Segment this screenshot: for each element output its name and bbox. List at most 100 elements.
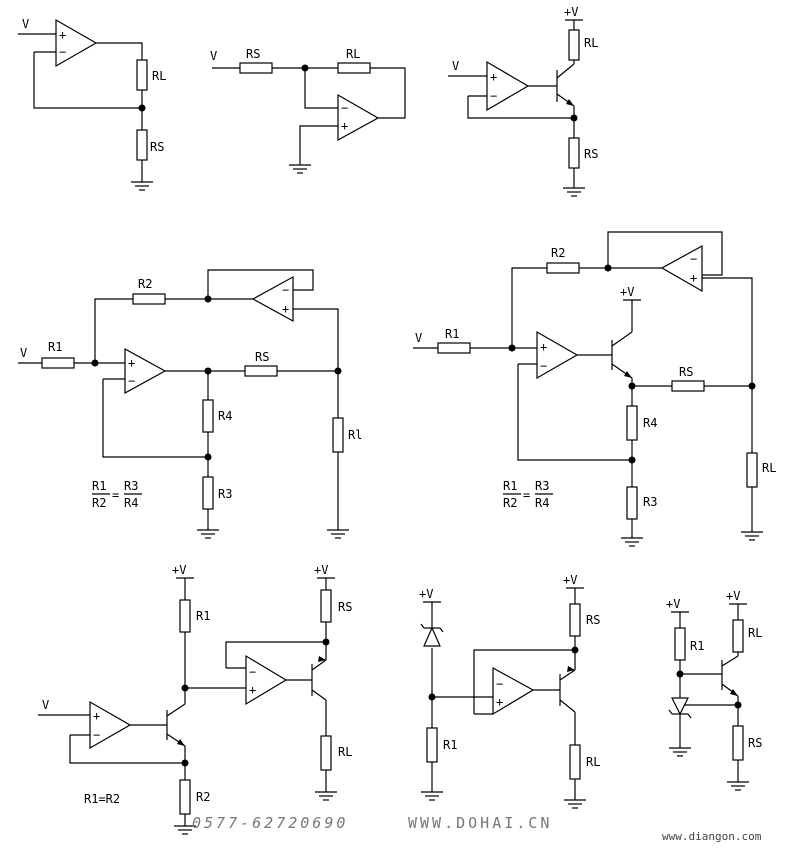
ground-3 bbox=[562, 187, 586, 197]
svg-text:R3: R3 bbox=[124, 479, 138, 493]
input-v-2: V bbox=[210, 49, 217, 63]
input-v-6: V bbox=[42, 698, 49, 712]
input-v-1: V bbox=[22, 17, 29, 31]
label-rl-8: RL bbox=[748, 626, 762, 640]
op-amp-2-minus: − bbox=[341, 101, 348, 115]
resistor-rs-8 bbox=[732, 725, 744, 761]
circuit-8: +V +V R1 RL RS bbox=[666, 589, 762, 791]
svg-text:=: = bbox=[112, 488, 119, 502]
op-amp-7 bbox=[492, 666, 535, 716]
label-r1-6: R1 bbox=[196, 609, 210, 623]
op-amp-6b-minus: − bbox=[249, 665, 256, 679]
circuit-2: − + V RS RL bbox=[210, 47, 406, 174]
label-plus-v-7b: +V bbox=[563, 573, 577, 587]
circuit-6: + − − + +V +V V R1 R2 RS RL R1=R2 bbox=[38, 563, 352, 835]
resistor-r2-5 bbox=[546, 262, 580, 274]
resistor-rl-3 bbox=[568, 29, 580, 61]
resistor-rl-2 bbox=[337, 62, 371, 74]
label-rs-2: RS bbox=[246, 47, 260, 61]
ground-5a bbox=[620, 537, 644, 547]
label-rs-4: RS bbox=[255, 350, 269, 364]
label-rl-3: RL bbox=[584, 36, 598, 50]
label-rl-4: Rl bbox=[348, 428, 362, 442]
op-amp-3-plus: + bbox=[490, 70, 497, 84]
resistor-rs-4 bbox=[244, 365, 278, 377]
zener-8 bbox=[671, 697, 689, 716]
label-rs-6: RS bbox=[338, 600, 352, 614]
svg-text:R1: R1 bbox=[503, 479, 517, 493]
watermark-website: WWW.DOHAI.CN bbox=[408, 814, 552, 832]
label-rs-5: RS bbox=[679, 365, 693, 379]
label-plus-v-8b: +V bbox=[726, 589, 740, 603]
op-amp-5b-plus: + bbox=[690, 271, 697, 285]
resistor-r2-6 bbox=[179, 779, 191, 815]
label-plus-v-3: +V bbox=[564, 5, 578, 19]
resistor-rs-6 bbox=[320, 589, 332, 623]
equal-resistor-note: R1=R2 bbox=[84, 792, 120, 806]
op-amp-1-plus: + bbox=[59, 28, 66, 42]
resistor-rs-7 bbox=[569, 603, 581, 637]
svg-text:R3: R3 bbox=[535, 479, 549, 493]
ground-7a bbox=[420, 791, 444, 801]
ground-1 bbox=[130, 181, 154, 191]
label-r3-4: R3 bbox=[218, 487, 232, 501]
ground-8a bbox=[668, 747, 692, 757]
label-rl-5: RL bbox=[762, 461, 776, 475]
svg-text:R2: R2 bbox=[503, 496, 517, 510]
label-plus-v-5: +V bbox=[620, 285, 634, 299]
label-plus-v-6a: +V bbox=[172, 563, 186, 577]
ground-8b bbox=[726, 781, 750, 791]
op-amp-4a-minus: − bbox=[128, 374, 135, 388]
op-amp-5b-minus: − bbox=[690, 252, 697, 266]
op-amp-2-plus: + bbox=[341, 119, 348, 133]
label-r2-5: R2 bbox=[551, 246, 565, 260]
label-r1-8: R1 bbox=[690, 639, 704, 653]
svg-text:=: = bbox=[523, 488, 530, 502]
label-rs-7: RS bbox=[586, 613, 600, 627]
ground-4a bbox=[196, 529, 220, 539]
svg-text:R4: R4 bbox=[124, 496, 138, 510]
label-plus-v-7a: +V bbox=[419, 587, 433, 601]
label-rl-1: RL bbox=[152, 69, 166, 83]
resistor-rl-8 bbox=[732, 619, 744, 653]
label-rs-3: RS bbox=[584, 147, 598, 161]
op-amp-7-plus: + bbox=[496, 695, 503, 709]
ground-2 bbox=[288, 164, 312, 174]
label-r2-4: R2 bbox=[138, 277, 152, 291]
resistor-rs-5 bbox=[671, 380, 705, 392]
ratio-formula-4: R1 R2 = R3 R4 bbox=[92, 479, 142, 510]
label-r1-5: R1 bbox=[445, 327, 459, 341]
op-amp-2 bbox=[337, 93, 380, 142]
label-r1-7: R1 bbox=[443, 738, 457, 752]
resistor-r4-5 bbox=[626, 405, 638, 441]
resistor-r1-5 bbox=[437, 342, 471, 354]
op-amp-4a bbox=[124, 347, 167, 395]
circuit-1: + − V RL RS bbox=[18, 17, 166, 191]
op-amp-3-minus: − bbox=[490, 89, 497, 103]
label-r2-6: R2 bbox=[196, 790, 210, 804]
op-amp-5a bbox=[536, 330, 579, 380]
op-amp-6a-plus: + bbox=[93, 709, 100, 723]
circuit-4: − + + − V R1 R2 RS R4 R3 Rl R1 R2 = R3 R… bbox=[18, 269, 362, 539]
circuit-3: + − +V V RL RS bbox=[448, 5, 598, 197]
circuit-7: − + +V +V R1 RS RL bbox=[419, 573, 600, 809]
op-amp-3 bbox=[486, 60, 530, 112]
label-r4-5: R4 bbox=[643, 416, 657, 430]
label-r3-5: R3 bbox=[643, 495, 657, 509]
label-plus-v-6b: +V bbox=[314, 563, 328, 577]
input-v-4: V bbox=[20, 346, 27, 360]
resistor-r3-4 bbox=[202, 476, 214, 510]
svg-text:R2: R2 bbox=[92, 496, 106, 510]
label-r4-4: R4 bbox=[218, 409, 232, 423]
op-amp-4b bbox=[251, 275, 294, 323]
resistor-rs-1 bbox=[136, 129, 148, 161]
resistor-rl-1 bbox=[136, 59, 148, 91]
ground-7b bbox=[563, 799, 587, 809]
resistor-r1-4 bbox=[41, 357, 75, 369]
op-amp-5a-minus: − bbox=[540, 359, 547, 373]
op-amp-6a bbox=[89, 700, 132, 750]
resistor-rs-2 bbox=[239, 62, 273, 74]
op-amp-4b-minus: − bbox=[282, 283, 289, 297]
